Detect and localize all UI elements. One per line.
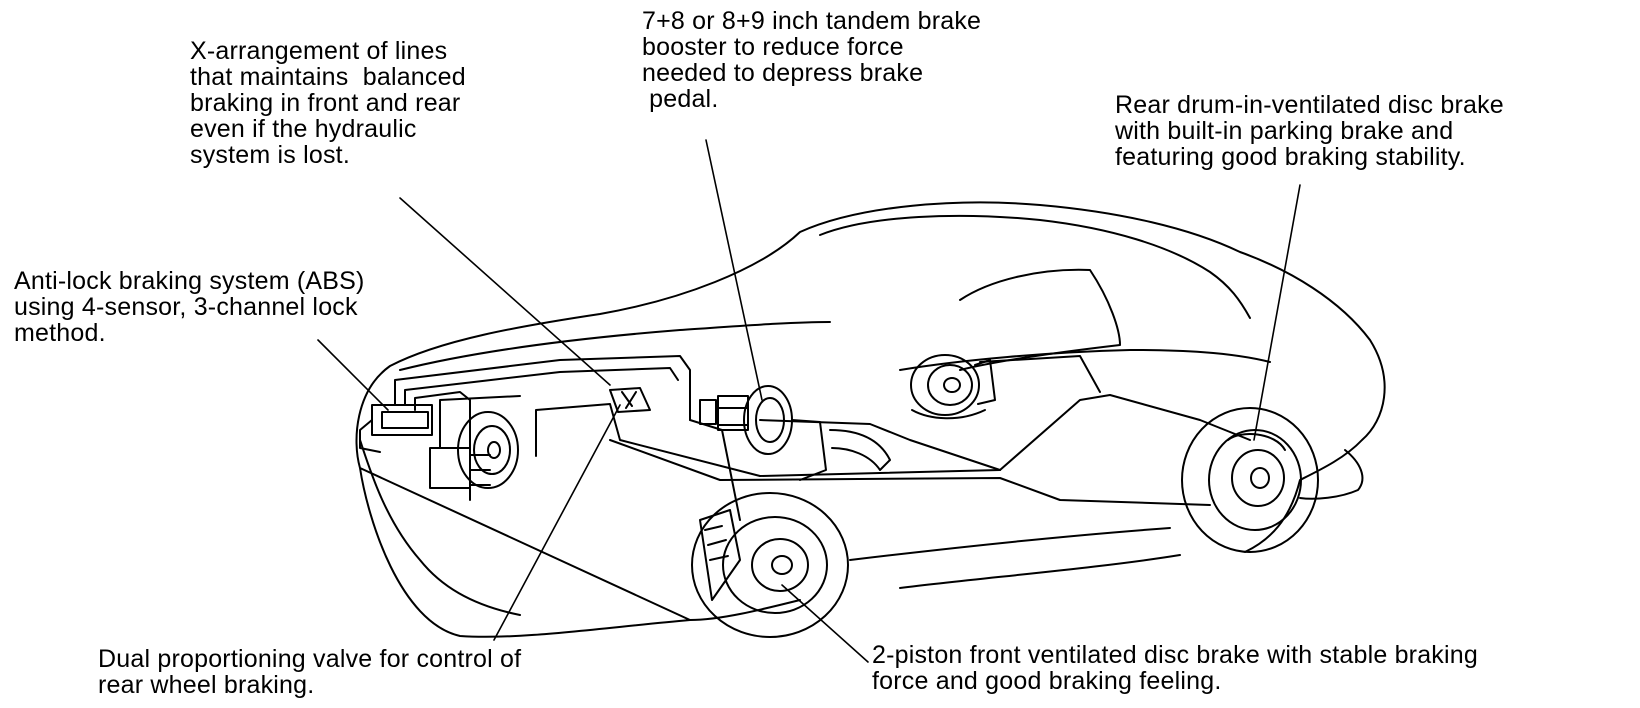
- front-left-disc: [457, 411, 519, 489]
- brake-booster: [699, 385, 891, 481]
- front-brake-callout: 2-piston front ventilated disc brake wit…: [872, 641, 1478, 695]
- car-window-outline: [819, 214, 1251, 319]
- brake-booster-callout: 7+8 or 8+9 inch tandem brake booster to …: [642, 7, 982, 113]
- x-arrangement-callout: X-arrangement of lines that maintains ba…: [190, 37, 466, 169]
- rear-axle-unit: [910, 354, 996, 420]
- proportioning-valve: [609, 387, 651, 413]
- car-body-outline: [355, 201, 1386, 638]
- car-rocker-line: [849, 527, 1171, 561]
- car-rear-window: [959, 268, 1121, 371]
- leader-lines: [317, 139, 1301, 663]
- proportioning-valve-callout: Dual proportioning valve for control of …: [98, 645, 522, 699]
- rear-brake-callout: Rear drum-in-ventilated disc brake with …: [1115, 91, 1504, 171]
- rear-wheel: [1181, 407, 1319, 553]
- front-wheel: [691, 492, 849, 638]
- abs-callout: Anti-lock braking system (ABS) using 4-s…: [14, 267, 365, 347]
- car-door-line: [899, 349, 1271, 371]
- car-hood-line: [399, 321, 831, 371]
- car-front-nose: [359, 439, 521, 616]
